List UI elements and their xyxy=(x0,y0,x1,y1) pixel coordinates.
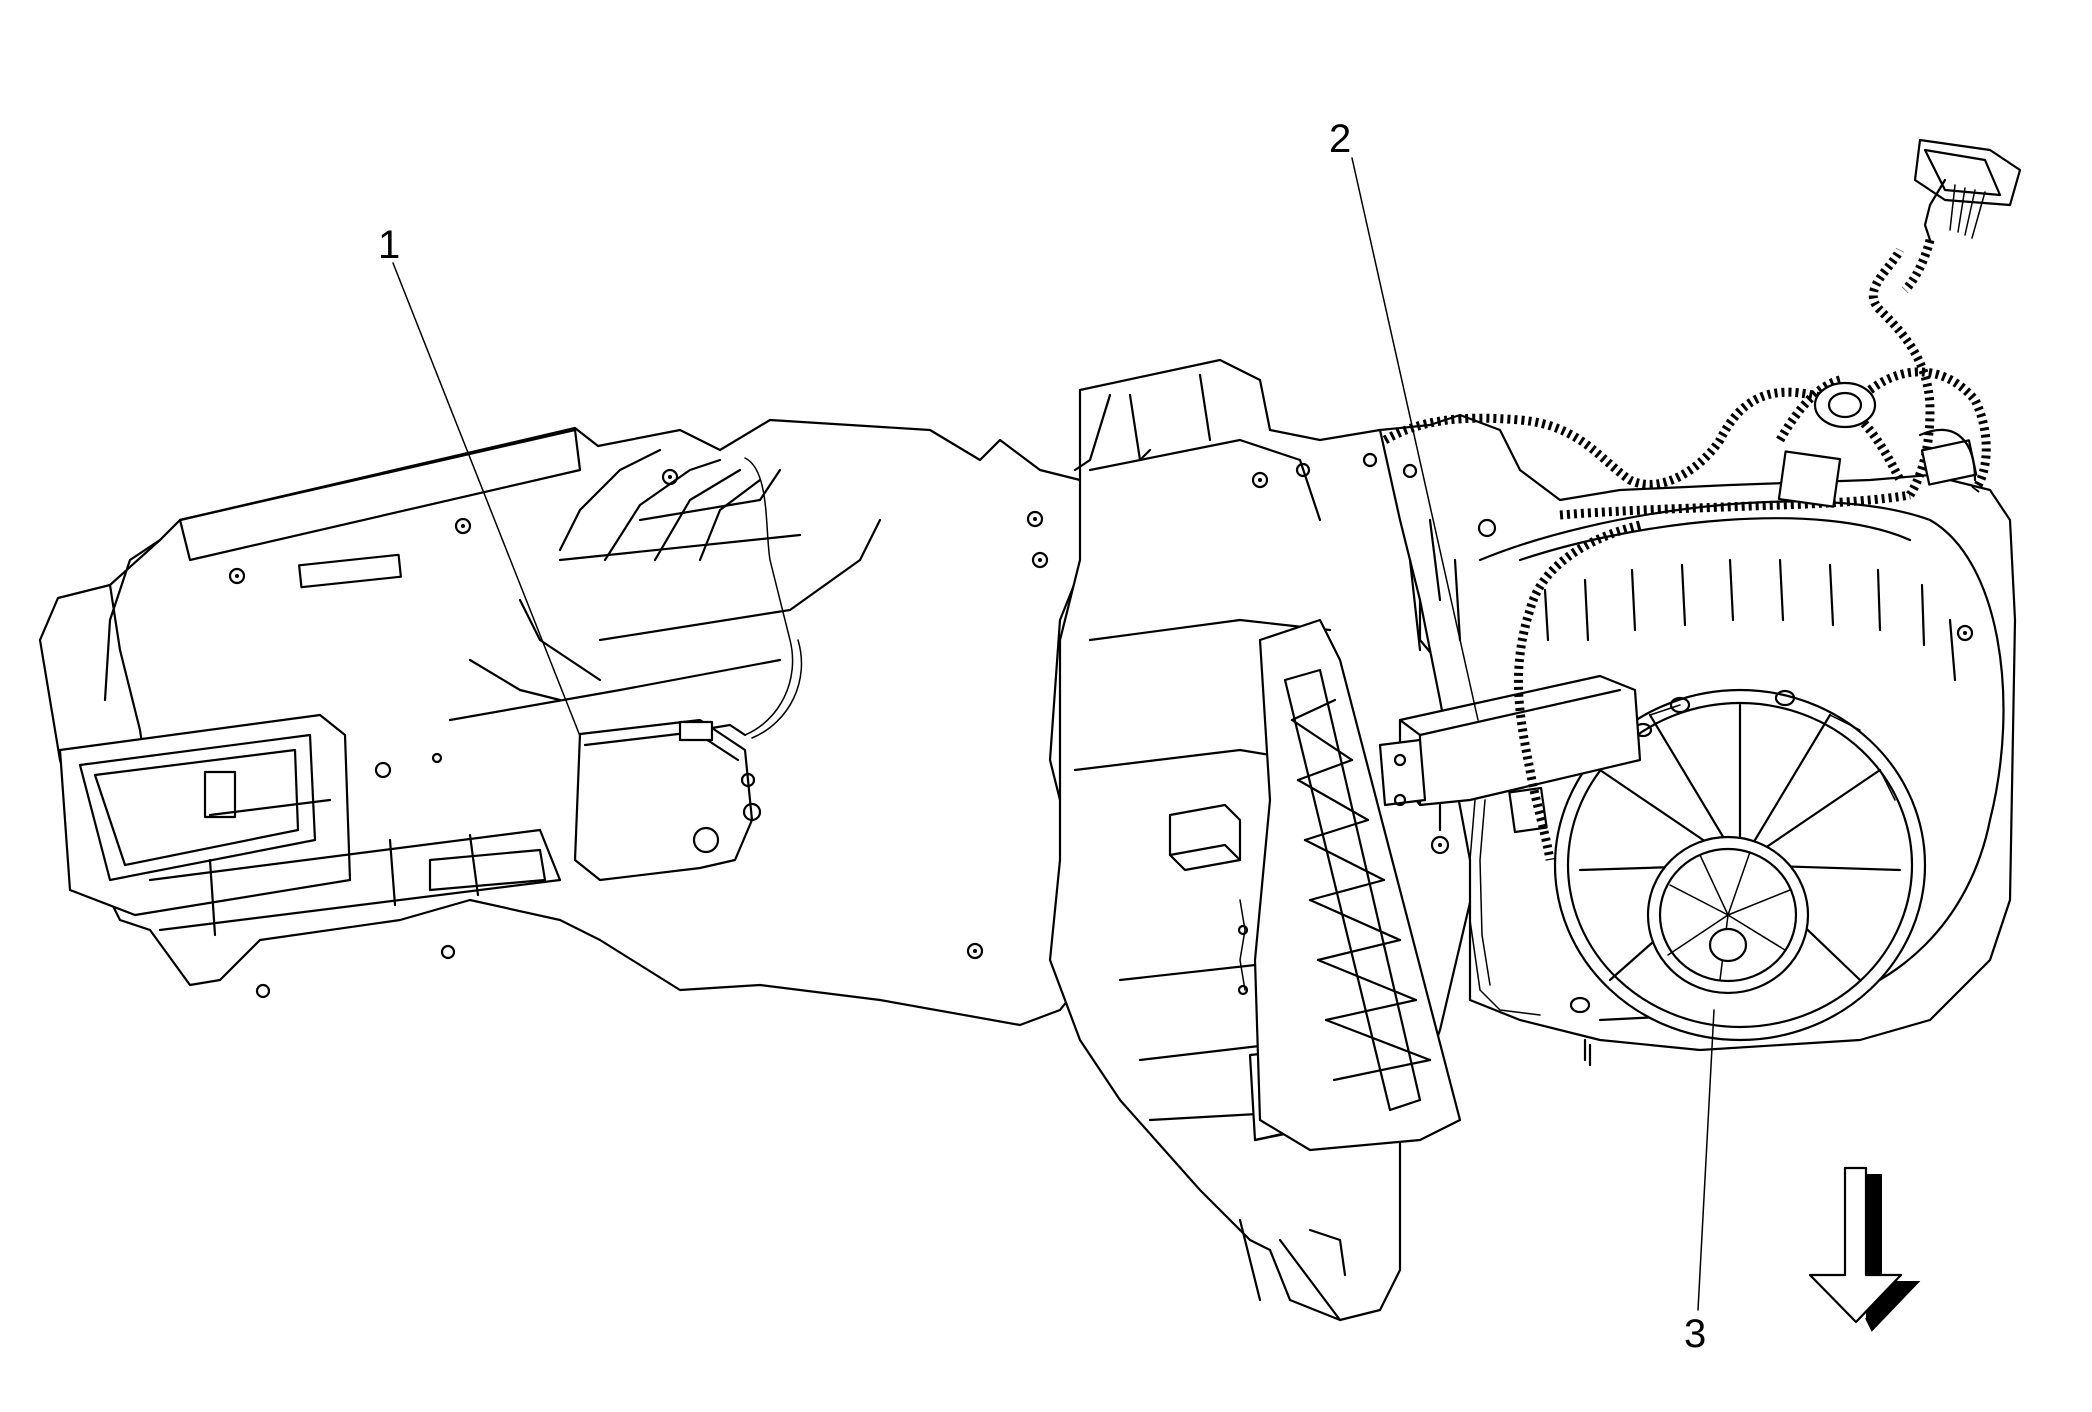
callout-leaders xyxy=(392,157,1715,1311)
callout-1: 1 xyxy=(378,223,400,267)
leader-line-3 xyxy=(1697,1009,1715,1311)
blower-motor xyxy=(1553,688,1927,1067)
leader-line-1 xyxy=(392,262,581,737)
callout-3: 3 xyxy=(1684,1312,1706,1356)
callout-labels: 1 2 3 xyxy=(378,117,1706,1356)
callout-2: 2 xyxy=(1329,117,1351,161)
wiring-harness xyxy=(1382,138,2022,861)
down-arrow-icon xyxy=(1808,1166,1921,1332)
mode-door-actuator xyxy=(573,457,803,882)
left-duct-housing xyxy=(38,418,1102,1027)
leader-line-2 xyxy=(1351,157,1479,721)
mounting-bracket xyxy=(1253,618,1462,1152)
